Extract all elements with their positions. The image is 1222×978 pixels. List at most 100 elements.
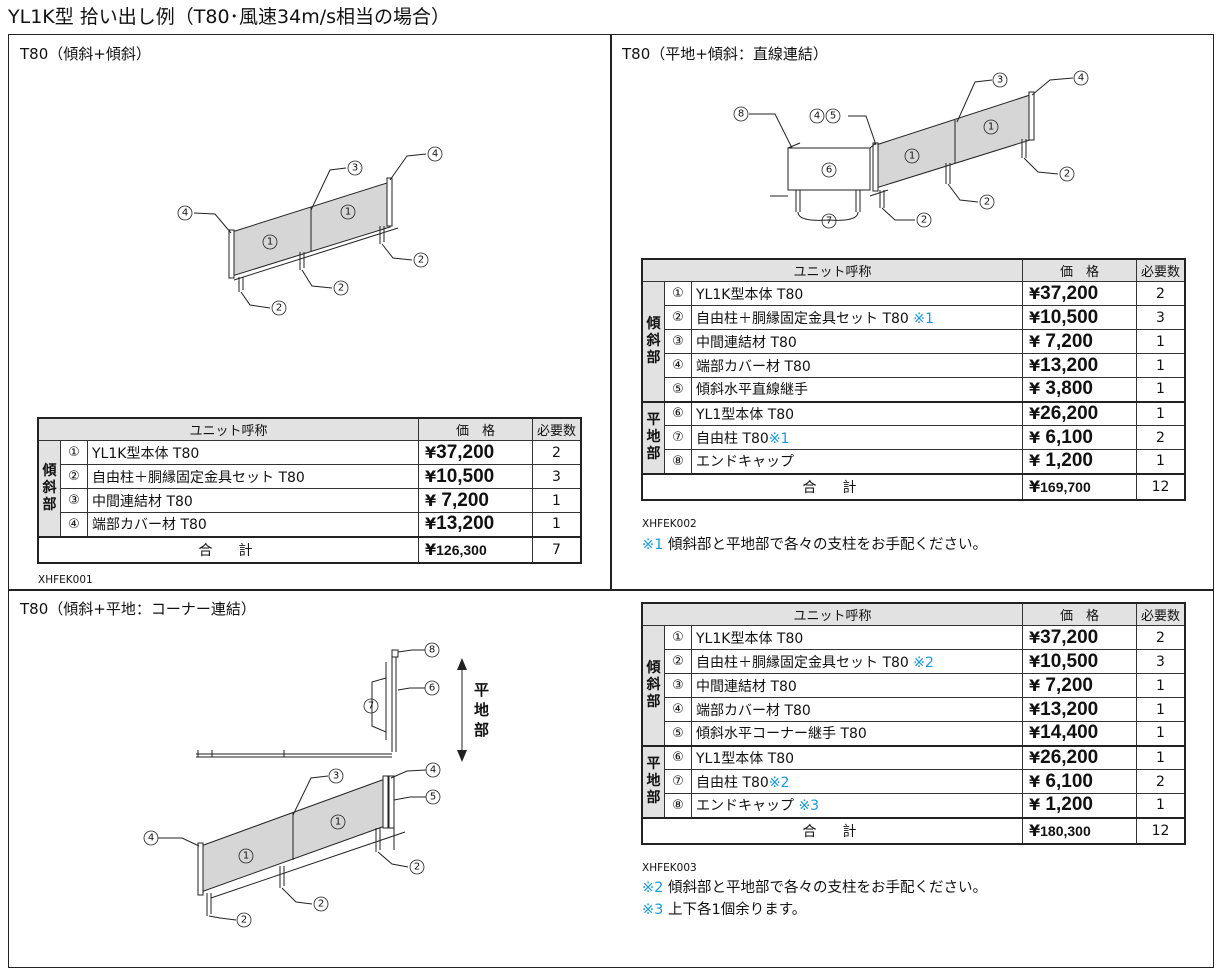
svg-text:4: 4 [814,111,820,122]
row-qty: 1 [1135,329,1186,354]
row-name: 端部カバー材 T80 [691,353,1023,378]
table-row: ⑤ 傾斜水平コーナー継手 T80 ¥14,400 1 [643,721,1186,746]
section2-title: T80（平地+傾斜：直線連結） [622,45,828,63]
table-header-row: ユニット呼称 価 格 必要数 [642,603,1186,626]
row-qty: 2 [1135,625,1186,650]
svg-text:2: 2 [984,197,990,208]
table-row: ④ 端部カバー材 T80 ¥13,200 1 [39,512,582,537]
svg-text:1: 1 [335,817,341,828]
row-number: ⑧ [664,449,692,474]
svg-text:8: 8 [429,645,435,656]
row-price: ¥ 1,200 [1021,793,1137,818]
svg-text:7: 7 [368,701,374,712]
svg-text:2: 2 [241,915,247,926]
table-header-row: ユニット呼称 価 格 必要数 [642,259,1186,282]
row-qty: 1 [1135,697,1186,722]
group-label: 傾 斜 部 [38,440,61,537]
row-price: ¥37,200 [417,440,533,465]
row-number: ⑦ [664,769,692,794]
total-row: 合 計 ¥180,300 12 [642,816,1186,844]
row-price: ¥ 3,800 [1021,377,1137,402]
section1-code: XHFEK001 [38,574,93,586]
col-qty: 必要数 [1135,603,1186,626]
svg-text:4: 4 [1078,73,1084,84]
svg-text:7: 7 [826,216,832,227]
section3-note-2: ※2 傾斜部と平地部で各々の支柱をお手配ください。 [642,880,987,896]
table-row: ⑦ 自由柱 T80※1 ¥ 6,100 2 [643,425,1186,450]
section2-code: XHFEK002 [642,518,697,530]
col-qty: 必要数 [531,418,582,441]
row-number: ⑤ [664,377,692,402]
row-number: ① [60,440,88,465]
col-price: 価 格 [417,418,533,441]
svg-text:2: 2 [338,283,344,294]
row-name: 自由柱＋胴縁固定金具セット T80 [87,464,419,489]
row-price: ¥ 1,200 [1021,449,1137,474]
row-name: YL1型本体 T80 [691,744,1023,770]
svg-text:1: 1 [267,237,273,248]
section2-parts-table: ユニット呼称 価 格 必要数 傾 斜 部 ① YL1K型本体 T80 ¥37,2… [641,258,1186,501]
row-number: ⑥ [664,744,692,770]
row-name: 自由柱 T80※1 [691,425,1023,450]
section3-parts-table: ユニット呼称 価 格 必要数 傾 斜 部 ① YL1K型本体 T80 ¥37,2… [641,602,1186,845]
table-row: 傾 斜 部 ① YL1K型本体 T80 ¥37,200 2 [642,281,1186,402]
row-name: 自由柱＋胴縁固定金具セット T80 ※1 [691,305,1023,330]
section3-note-3: ※3 上下各1個余ります。 [642,902,807,918]
table-row: 平 地 部 ⑥ YL1型本体 T80 ¥26,200 1 [642,400,1186,474]
row-name: 自由柱 T80※2 [691,769,1023,794]
note-mark: ※1 [768,430,790,447]
row-name: YL1K型本体 T80 [691,281,1023,306]
row-name: 端部カバー材 T80 [691,697,1023,722]
row-qty: 1 [1135,449,1186,474]
row-number: ④ [664,697,692,722]
row-name: 中間連結材 T80 [691,329,1023,354]
row-name: 自由柱＋胴縁固定金具セット T80 ※2 [691,649,1023,674]
divider-vertical [610,34,612,589]
row-price: ¥ 6,100 [1021,425,1137,450]
row-name: 端部カバー材 T80 [87,512,419,537]
row-name: YL1K型本体 T80 [87,440,419,465]
row-number: ④ [60,512,88,537]
row-name: YL1型本体 T80 [691,400,1023,426]
row-price: ¥26,200 [1021,400,1137,426]
row-number: ⑥ [664,400,692,426]
total-label: 合 計 [642,472,1023,500]
table-row: ③ 中間連結材 T80 ¥ 7,200 1 [643,329,1186,354]
note-mark: ※1 [913,310,934,327]
svg-text:1: 1 [243,851,249,862]
row-qty: 3 [1135,649,1186,674]
row-number: ⑤ [664,721,692,746]
section1-parts-table: ユニット呼称 価 格 必要数 傾 斜 部 ① YL1K型本体 T80 ¥37,2… [37,417,582,564]
group-label: 傾 斜 部 [642,281,665,402]
divider-horizontal [8,589,1214,591]
note-mark: ※2 [913,654,934,671]
svg-text:4: 4 [182,208,188,219]
table-row: ⑦ 自由柱 T80※2 ¥ 6,100 2 [643,769,1186,794]
row-number: ③ [664,673,692,698]
total-label: 合 計 [642,816,1023,844]
row-qty: 2 [1135,281,1186,306]
table-row: ④ 端部カバー材 T80 ¥13,200 1 [643,697,1186,722]
svg-text:8: 8 [738,109,744,120]
row-number: ① [664,281,692,306]
row-qty: 1 [1135,400,1186,426]
section3-code: XHFEK003 [642,862,697,874]
table-row: ② 自由柱＋胴縁固定金具セット T80 ※1 ¥10,500 3 [643,305,1186,330]
svg-text:2: 2 [1064,169,1070,180]
table-row: 傾 斜 部 ① YL1K型本体 T80 ¥37,200 2 [642,625,1186,746]
table-row: ③ 中間連結材 T80 ¥ 7,200 1 [39,488,582,513]
row-qty: 1 [531,512,582,537]
table-row: 平 地 部 ⑥ YL1型本体 T80 ¥26,200 1 [642,744,1186,818]
note-mark: ※2 [768,774,790,791]
table-row: ③ 中間連結材 T80 ¥ 7,200 1 [643,673,1186,698]
col-price: 価 格 [1021,259,1137,282]
row-name: 傾斜水平コーナー継手 T80 [691,721,1023,746]
total-price: ¥180,300 [1021,816,1137,844]
row-number: ⑦ [664,425,692,450]
row-number: ③ [60,488,88,513]
table-row: ⑧ エンドキャップ ※3 ¥ 1,200 1 [643,793,1186,818]
svg-text:3: 3 [352,163,358,174]
row-price: ¥37,200 [1021,281,1137,306]
svg-text:6: 6 [429,683,435,694]
section1-diagram: 1 1 2 2 2 4 3 4 [177,146,443,316]
